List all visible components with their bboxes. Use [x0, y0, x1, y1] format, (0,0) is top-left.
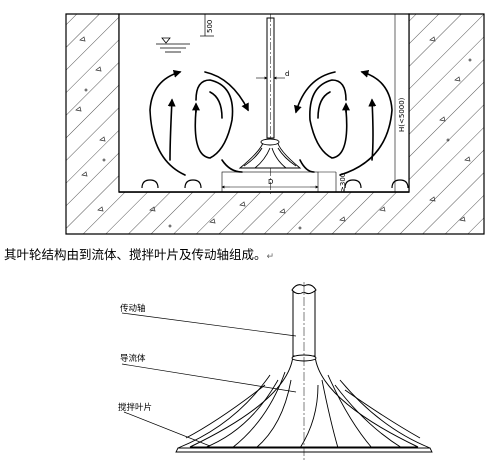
return-mark: ↵ — [266, 252, 275, 262]
concrete-marks — [75, 36, 472, 230]
flow-arrows — [149, 69, 393, 176]
dim-D: D — [221, 171, 319, 193]
dim-500: 500 — [200, 14, 214, 37]
tank-impeller — [238, 138, 302, 169]
leader-blade — [123, 411, 211, 447]
tank-figure: 500 d — [65, 13, 485, 235]
dim-500-label: 500 — [206, 20, 214, 33]
caption-main: 其叶轮结构由到流体、搅拌叶片及传动轴组成。 — [4, 247, 267, 262]
leader-shaft — [121, 312, 297, 337]
label-blade: 搅拌叶片 — [118, 402, 152, 413]
label-guide: 导流体 — [120, 353, 146, 364]
water-surface-symbol — [156, 37, 190, 53]
dim-height-label: H(<5000) — [398, 97, 406, 132]
dim-height: H(<5000) — [390, 13, 406, 193]
bottom-eddies — [141, 179, 409, 189]
dim-d-label: d — [285, 70, 289, 78]
stirring-blades — [177, 371, 431, 449]
label-shaft: 传动轴 — [120, 303, 146, 314]
dim-300: ≥300 — [318, 171, 347, 192]
caption-text: 其叶轮结构由到流体、搅拌叶片及传动轴组成。↵ — [4, 244, 274, 263]
dim-300-label: ≥300 — [339, 173, 347, 192]
dim-D-label: D — [268, 178, 273, 186]
dim-d: d — [256, 70, 289, 80]
impeller-figure: 传动轴 导流体 搅拌叶片 — [118, 282, 433, 462]
leader-guide — [121, 363, 297, 393]
